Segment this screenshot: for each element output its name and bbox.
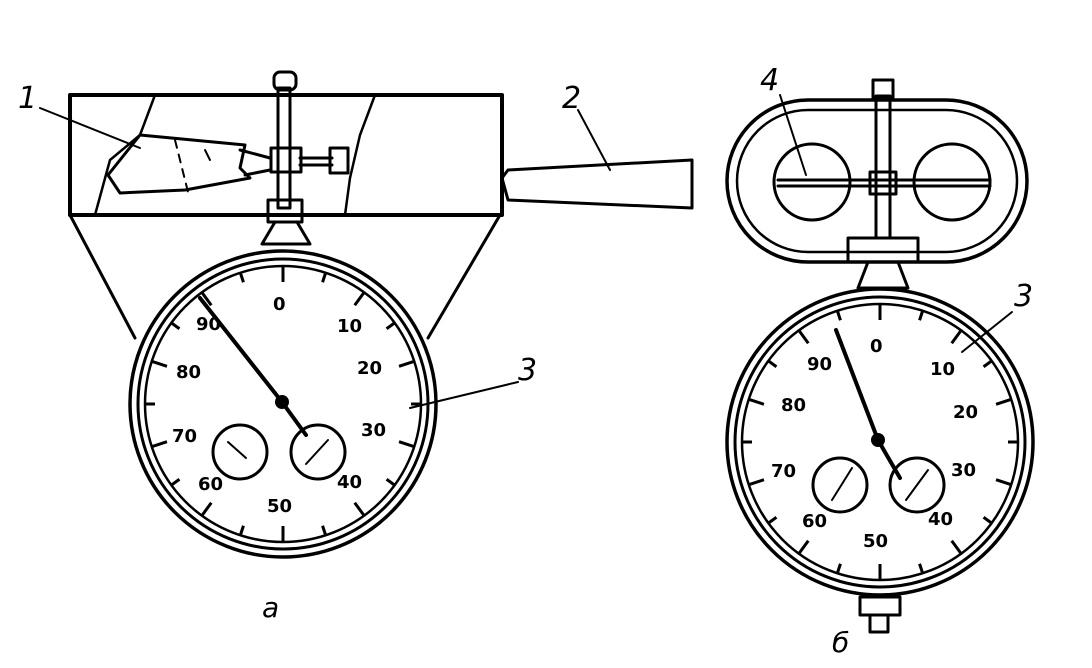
dial-right-0: 0 [870,336,883,357]
dial-right-50: 50 [863,531,888,552]
dial-ticks-right [742,304,1018,580]
dial-right-70: 70 [771,461,796,482]
dial-tick [385,478,396,487]
dial-tick [353,291,366,307]
dial-tick [982,359,993,368]
dial-left-50: 50 [267,496,292,517]
dial-tick [835,563,842,574]
caption-left: а [262,591,279,624]
callout-gauge-left: 3 [518,353,537,388]
dial-left-20: 20 [357,358,382,379]
dial-tick [398,440,415,449]
dial-tick [797,539,810,555]
leader-3-left [409,381,519,409]
leader-4 [779,94,807,176]
dial-left-10: 10 [337,316,362,337]
dial-tick [995,397,1012,406]
dial-tick [995,478,1012,487]
dial-left-90: 90 [196,314,221,335]
dial-tick [767,516,778,525]
dial-right-40: 40 [928,509,953,530]
dial-tick [950,329,963,345]
dial-tick [321,525,328,536]
leader-1 [39,107,141,149]
cup-anemometer [725,78,1035,634]
hand-pivot-left [275,395,289,409]
caption-right: б [832,626,849,659]
dial-tick [170,321,181,330]
dial-left-60: 60 [198,474,223,495]
dial-ticks-left [145,266,421,542]
dial-tick [321,272,328,283]
leader-3-right [961,311,1013,353]
dial-tick [170,478,181,487]
dial-left-30: 30 [361,420,386,441]
dial-right-20: 20 [953,402,978,423]
callout-gauge-right: 3 [1014,279,1033,314]
dial-tick [151,359,168,368]
dial-left-70: 70 [172,426,197,447]
dial-tick [385,321,396,330]
dial-labels-left: 0 10 20 30 40 50 60 70 80 90 [172,294,386,517]
vane-anemometer [68,70,694,559]
dial-right-90: 90 [807,354,832,375]
callout-cups: 4 [760,63,779,98]
dial-tick [950,539,963,555]
dial-tick [767,359,778,368]
dial-tick [238,525,245,536]
dial-tick [238,272,245,283]
dial-right-60: 60 [802,511,827,532]
dial-right-80: 80 [781,395,806,416]
dial-tick [200,501,213,517]
callout-handle: 2 [562,81,581,116]
dial-tick [797,329,810,345]
dial-tick [918,310,925,321]
dial-left-40: 40 [337,472,362,493]
dial-left-80: 80 [176,362,201,383]
callout-vane: 1 [18,81,37,116]
dial-tick [151,440,168,449]
dial-right-10: 10 [930,359,955,380]
hand-pivot-right [871,433,885,447]
dial-left-0: 0 [273,294,286,315]
dial-tick [748,397,765,406]
dial-tick [918,563,925,574]
dial-labels-right: 0 10 20 30 40 50 60 70 80 90 [771,336,978,552]
dial-right-30: 30 [951,460,976,481]
dial-tick [982,516,993,525]
dial-tick [835,310,842,321]
dial-tick [200,291,213,307]
dial-tick [748,478,765,487]
leader-2 [577,109,611,171]
dial-tick [353,501,366,517]
dial-tick [398,359,415,368]
